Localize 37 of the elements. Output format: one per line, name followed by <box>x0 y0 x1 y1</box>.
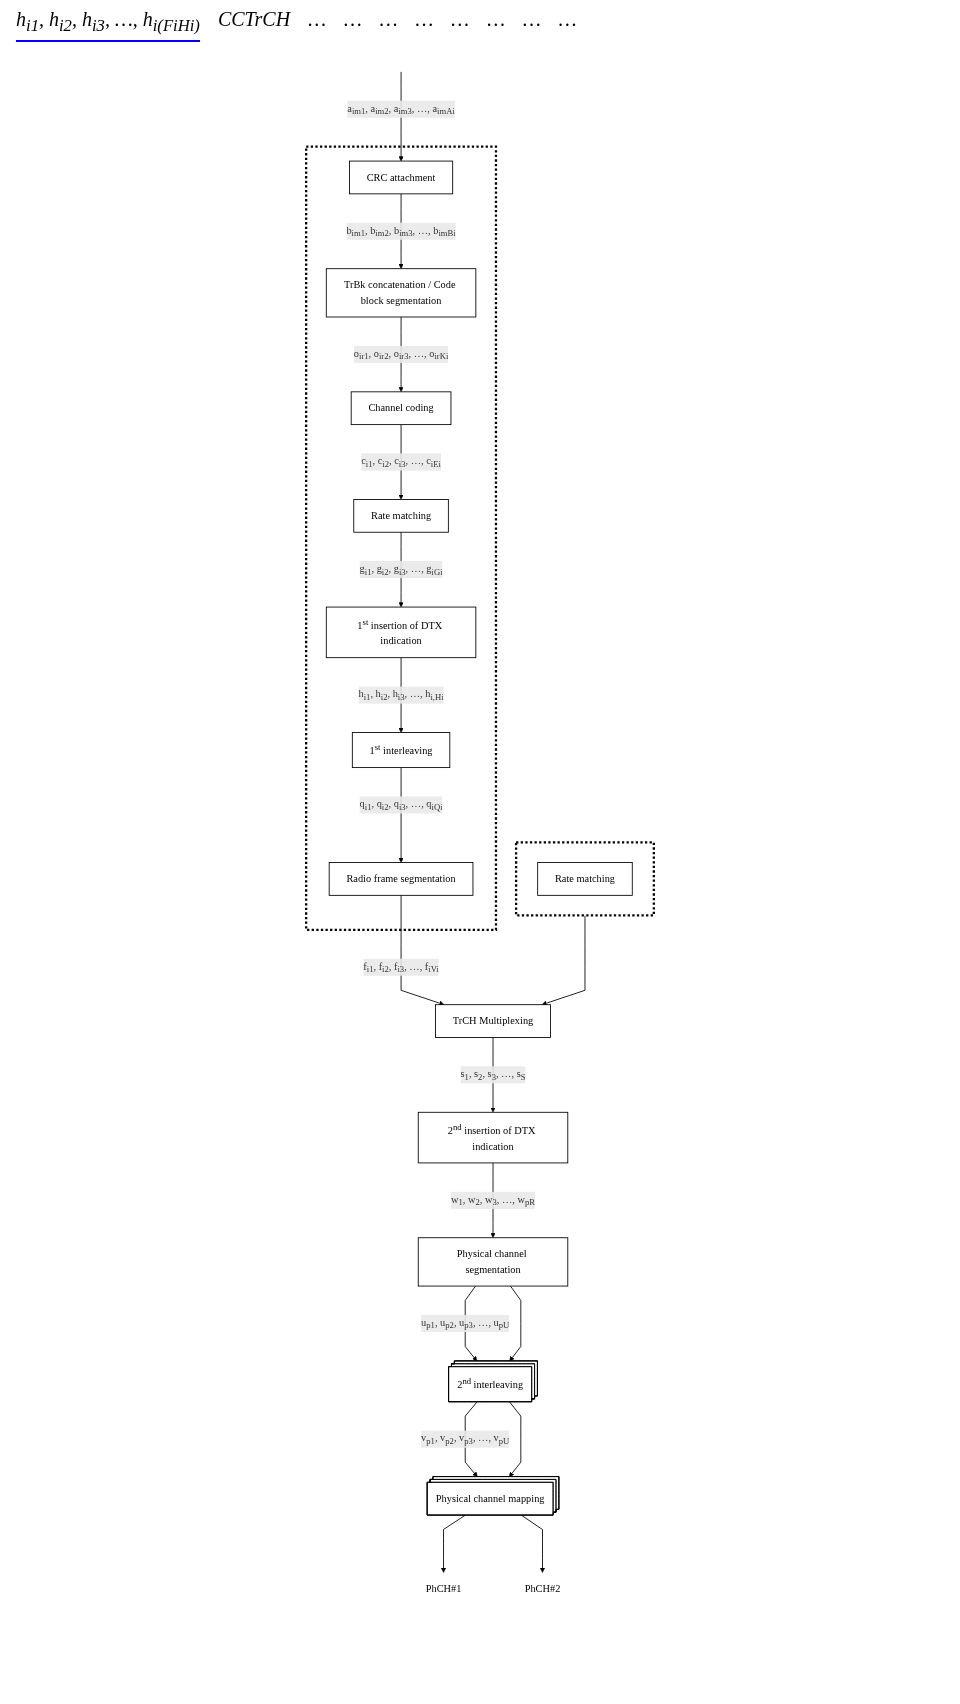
node-box: TrCH Multiplexing <box>435 1004 551 1038</box>
ellipsis-label: … <box>487 8 505 32</box>
struck-variable-label: h$_{i1}$, h$_{i2}$, h$_{i3}$, …, h$_{i(FiHi)}$ <box>16 8 200 42</box>
node-box: CRC attachment <box>349 160 454 195</box>
edge-label: u$_{p1}$, u$_{p2}$, u$_{p3}$, …, u$_{pU}$ <box>421 1316 510 1331</box>
edge-label: w$_{1}$, w$_{2}$, w$_{3}$, …, w$_{pR}$ <box>451 1193 536 1207</box>
ellipsis-label: … <box>451 8 470 32</box>
node-box: Rate matching <box>353 499 449 533</box>
edge-label: q$_{i1}$, q$_{i2}$, q$_{i3}$, …, q$_{iQi}$ <box>359 798 443 812</box>
node-box: 2$^{nd}$ insertion of DTX indication <box>417 1111 569 1164</box>
edge-label: v$_{p1}$, v$_{p2}$, v$_{p3}$, …, v$_{pU}$ <box>421 1432 510 1446</box>
node-box: Physical channel segmentation <box>417 1237 569 1287</box>
ellipsis-label: … <box>415 8 434 32</box>
cluster <box>305 145 498 931</box>
edge-label: f$_{i1}$, f$_{i2}$, f$_{i3}$, …, f$_{iVi}$ <box>363 960 439 974</box>
ellipsis-label: … <box>379 8 398 32</box>
ellipsis-label: … <box>308 8 326 32</box>
channel-label: CCTrCH <box>217 8 291 32</box>
ellipsis-label: … <box>558 8 577 32</box>
node-text: PhCH#1 <box>425 1582 462 1595</box>
node-box: TrBk concatenation / Code block segmentation <box>325 268 477 318</box>
node-box: 1$^{st}$ interleaving <box>351 732 451 768</box>
edge-label: h$_{i1}$, h$_{i2}$, h$_{i3}$, …, h$_{i,Hi}$ <box>358 688 444 702</box>
node-text: PhCH#2 <box>524 1582 561 1595</box>
node-box: Channel coding <box>350 391 452 426</box>
edge-label: a$_{im1}$, a$_{im2}$, a$_{im3}$, …, a$_{imAi}$ <box>347 102 455 116</box>
edge-label: g$_{i1}$, g$_{i2}$, g$_{i3}$, …, g$_{iGi}$ <box>359 562 443 577</box>
node-box: Rate matching <box>537 862 633 896</box>
edge-label: b$_{im1}$, b$_{im2}$, b$_{im3}$, …, b$_{imBi}$ <box>346 224 456 238</box>
edge-label: s$_{1}$, s$_{2}$, s$_{3}$, …, s$_{S}$ <box>460 1067 526 1082</box>
node-box: 1$^{st}$ insertion of DTX indication <box>325 606 477 659</box>
edge-label: c$_{i1}$, c$_{i2}$, c$_{i3}$, …, c$_{iEi}$ <box>361 455 441 469</box>
ellipsis-label: … <box>343 8 362 32</box>
cluster <box>514 841 655 917</box>
ellipsis-label: … <box>522 8 541 32</box>
node-box: Radio frame segmentation <box>328 862 474 896</box>
edge-label: o$_{ir1}$, o$_{ir2}$, o$_{ir3}$, …, o$_{irKi}$ <box>353 347 449 362</box>
